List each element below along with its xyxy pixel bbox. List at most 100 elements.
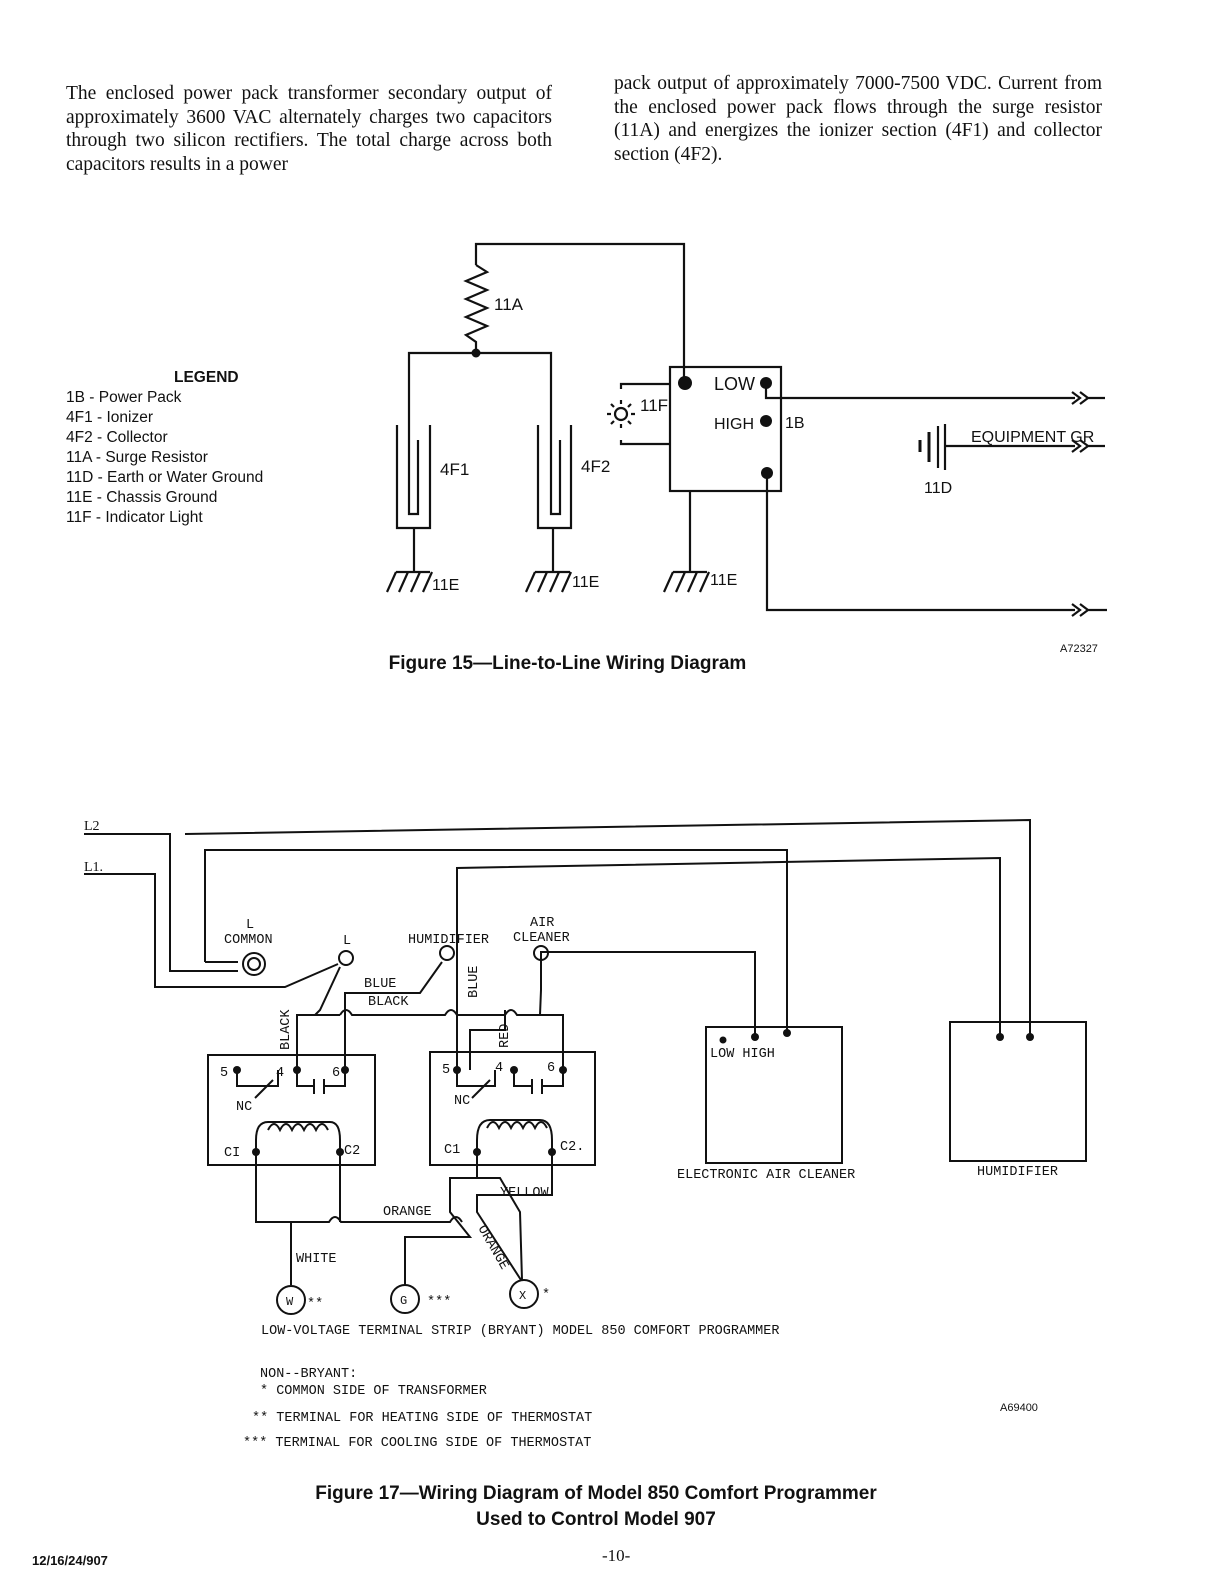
label-11f: 11F [640, 396, 668, 415]
label-g: G [400, 1294, 407, 1308]
label-humidifier-box: HUMIDIFIER [977, 1165, 1058, 1180]
fig15-wire-bottom [765, 473, 1075, 612]
relay-1-coil-turns [267, 1123, 329, 1133]
terminal-l [338, 950, 354, 966]
wire-to-g [404, 1152, 478, 1285]
wire-blue-black [339, 1009, 540, 1016]
label-air-cleaner-2: CLEANER [513, 931, 570, 946]
label-relay1-c1: CI [224, 1146, 240, 1161]
label-l-common-1: L [246, 918, 254, 933]
terminal-air-cleaner [533, 945, 549, 961]
legend-item-ionizer: 4F1 - Ionizer [66, 409, 154, 426]
footer-doc-code: 12/16/24/907 [32, 1553, 108, 1568]
humidifier-box [949, 1021, 1087, 1162]
label-equipment-ground: EQUIPMENT GR [971, 429, 1094, 446]
chassis-ground-1 [385, 570, 434, 593]
wire-l2-to-common [84, 833, 238, 972]
footer-page-number: -10- [602, 1546, 631, 1565]
terminal-g [390, 1284, 420, 1314]
power-pack-terminal-common [678, 376, 692, 390]
relay-2-coil [476, 1119, 553, 1152]
terminal-l-common-inner [247, 957, 261, 971]
label-humidifier-terminal: HUMIDIFIER [408, 933, 489, 948]
legend-item-surge-resistor: 11A - Surge Resistor [66, 449, 208, 466]
label-x-mark: * [542, 1288, 550, 1303]
power-pack-terminal-high [760, 415, 772, 427]
fig15-arrow-low [1071, 391, 1105, 405]
label-l1: L1. [84, 860, 103, 875]
label-black-vertical: BLACK [279, 1009, 294, 1050]
legend-item-indicator-light: 11F - Indicator Light [66, 509, 203, 526]
legend-title: LEGEND [174, 369, 239, 386]
wire-air-cleaner-relay [538, 962, 564, 1070]
wire-orange [255, 1152, 463, 1223]
wire-common-to-eac [204, 849, 788, 1033]
fig15-wire-low [764, 382, 1075, 400]
surge-resistor-symbol [463, 264, 490, 353]
ionizer-symbol [395, 425, 432, 572]
terminal-x [509, 1279, 539, 1309]
figure15-ref-code: A72327 [1060, 643, 1098, 655]
wire-air-cleaner-feed [540, 951, 756, 1037]
label-l-terminal: L [343, 934, 351, 949]
power-pack-terminal-low [760, 377, 772, 389]
wire-red [469, 1010, 506, 1070]
relay-1-contacts [236, 1070, 346, 1099]
notes-line3: *** TERMINAL FOR COOLING SIDE OF THERMOS… [243, 1436, 591, 1451]
label-nc-1: NC [236, 1100, 252, 1115]
label-red-vertical: RED [498, 1024, 513, 1048]
label-4f1: 4F1 [440, 460, 469, 479]
label-white: WHITE [296, 1252, 337, 1267]
notes-line2: ** TERMINAL FOR HEATING SIDE OF THERMOST… [252, 1411, 592, 1426]
fig15-arrow-equipment [1071, 439, 1105, 453]
figure17-caption-line1: Figure 17—Wiring Diagram of Model 850 Co… [315, 1483, 877, 1504]
label-blue: BLUE [364, 977, 396, 992]
fig15-wire-split [407, 351, 553, 440]
label-11d: 11D [924, 480, 952, 497]
terminal-humidifier [439, 945, 455, 961]
relay-1-box [207, 1054, 376, 1166]
label-terminal-5: 5 [220, 1066, 228, 1081]
terminal-w [276, 1285, 306, 1315]
label-11e-2: 11E [572, 574, 599, 591]
terminal-l-common [242, 952, 266, 976]
label-nc-2: NC [454, 1094, 470, 1109]
label-orange-diagonal: ORANGE [474, 1223, 511, 1273]
figure15-caption: Figure 15—Line-to-Line Wiring Diagram [388, 653, 747, 674]
label-l2: L2 [84, 819, 100, 834]
label-l-common-2: COMMON [224, 933, 273, 948]
label-low: LOW [714, 374, 755, 394]
wire-humidifier-feed [456, 856, 1001, 1070]
notes-header: NON--BRYANT: [260, 1367, 357, 1382]
label-relay2-terminal-5: 5 [442, 1063, 450, 1078]
label-relay2-c1: C1 [444, 1143, 460, 1158]
label-relay2-terminal-6: 6 [547, 1061, 555, 1076]
label-terminal-strip: LOW-VOLTAGE TERMINAL STRIP (BRYANT) MODE… [261, 1324, 779, 1339]
wire-l-to-blue [312, 966, 341, 1016]
relay-2-coil-turns [486, 1121, 548, 1131]
legend-item-earth-ground: 11D - Earth or Water Ground [66, 469, 264, 486]
legend-item-power-pack: 1B - Power Pack [66, 389, 182, 406]
chassis-ground-3 [662, 570, 711, 593]
wire-l2-to-humidifier [184, 818, 1031, 1037]
body-paragraph-right: pack output of approximately 7000-7500 V… [614, 73, 1102, 165]
figure17-caption-line2: Used to Control Model 907 [476, 1509, 716, 1530]
power-pack-box [668, 365, 783, 493]
body-paragraph-left: The enclosed power pack transformer seco… [66, 83, 552, 175]
label-orange: ORANGE [383, 1205, 432, 1220]
label-relay2-terminal-4: 4 [495, 1061, 503, 1076]
relay-1-coil [255, 1121, 341, 1152]
label-4f2: 4F2 [581, 457, 610, 476]
indicator-light-symbol [607, 382, 670, 446]
label-yellow: YELLOW [500, 1186, 550, 1201]
electronic-air-cleaner-box [705, 1026, 843, 1164]
label-relay1-c2: C2 [344, 1144, 360, 1159]
fig15-junction [471, 348, 481, 358]
figure17-ref-code: A69400 [1000, 1402, 1038, 1414]
wire-yellow [477, 1177, 523, 1281]
label-air-cleaner-1: AIR [530, 916, 554, 931]
fig15-wire-top [474, 242, 686, 382]
wire-orange-diag [476, 1152, 553, 1281]
